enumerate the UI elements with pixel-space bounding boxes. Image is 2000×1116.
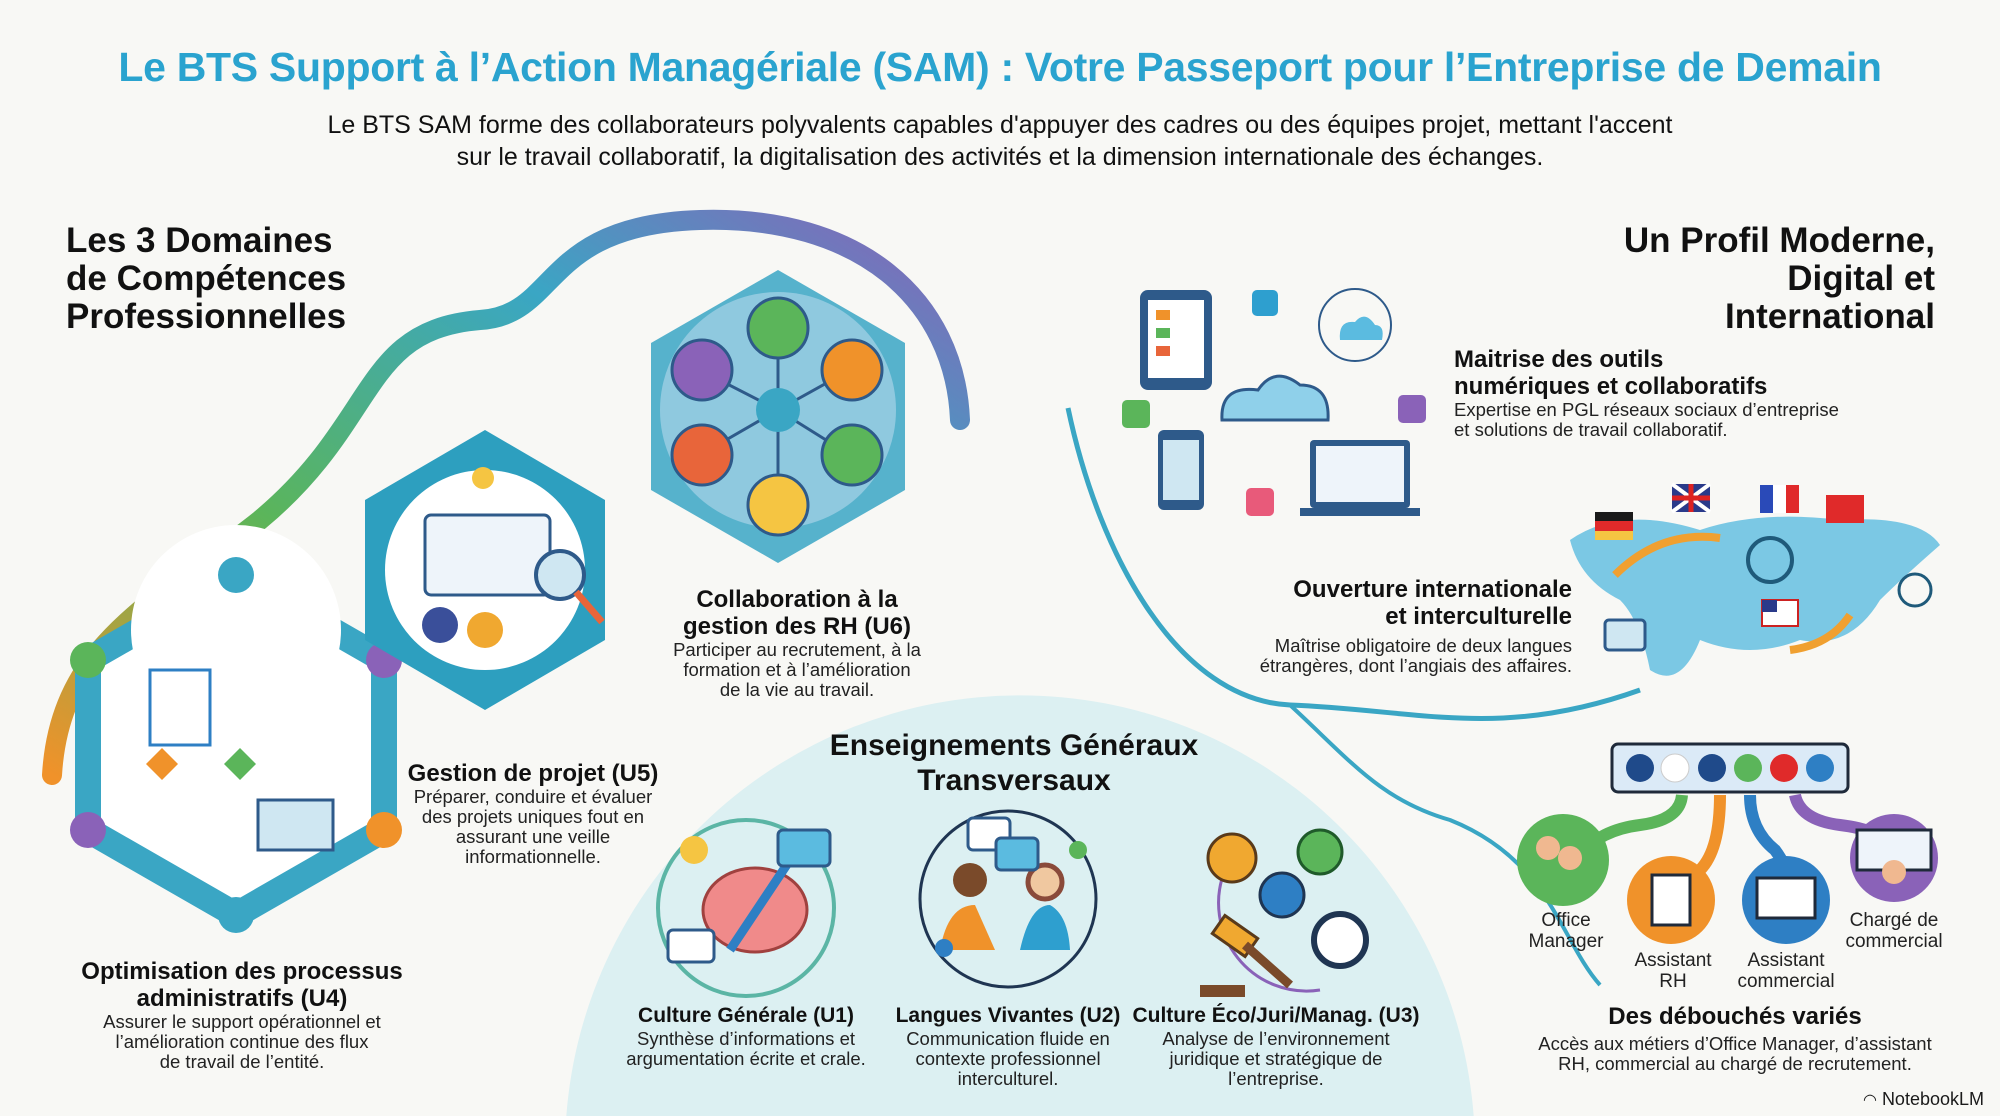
world-map-illustration [1570, 482, 1940, 676]
general-desc: juridique et stratégique de [1169, 1048, 1383, 1069]
domain-title: Gestion de projet (U5) [407, 760, 659, 787]
domain-u6: Collaboration à la gestion des RH (U6) P… [637, 586, 957, 700]
general-title: Culture Générale (U1) [638, 1004, 854, 1027]
general-title: Langues Vivantes (U2) [895, 1004, 1121, 1027]
domain-u5: Gestion de projet (U5) Préparer, conduir… [383, 760, 683, 867]
general-desc: interculturel. [957, 1068, 1059, 1089]
notebooklm-logo-icon: ◠ [1862, 1091, 1877, 1109]
job-label: RH [1659, 971, 1687, 992]
profile-heading-line: Un Profil Moderne, [1623, 221, 1935, 260]
job-label: commercial [1845, 931, 1943, 952]
general-heading-line: Transversaux [917, 764, 1111, 797]
langues-vivantes-icon [918, 809, 1098, 989]
domain-desc: assurant une veille [455, 826, 611, 847]
careers-illustration [1517, 742, 1938, 944]
job-label: Assistant [1747, 950, 1825, 971]
general-desc: argumentation écrite et crale. [626, 1048, 866, 1069]
domain-title: administratifs (U4) [136, 985, 348, 1012]
digital-skills: Maitrise des outils numériques et collab… [1454, 346, 1839, 440]
international-desc: étrangères, dont l’angiais des affaires. [1259, 655, 1572, 676]
general-u2: Langues Vivantes (U2) Communication flui… [878, 1002, 1138, 1089]
general-title: Culture Éco/Juri/Manag. (U3) [1132, 1004, 1420, 1027]
culture-generale-icon [656, 818, 836, 998]
careers-desc: Accès aux métiers d’Office Manager, d’as… [1538, 1033, 1932, 1054]
notebooklm-brand: ◠ NotebookLM [1863, 1089, 1984, 1110]
job-label: Office [1541, 910, 1591, 931]
general-desc: contexte professionnel [915, 1048, 1101, 1069]
project-hexagon [365, 430, 605, 710]
brand-label: NotebookLM [1881, 1089, 1984, 1109]
general-u3: Culture Éco/Juri/Manag. (U3) Analyse de … [1126, 1002, 1426, 1089]
job-label: commercial [1737, 971, 1835, 992]
subtitle-line-2: sur le travail collaboratif, la digitali… [456, 143, 1544, 171]
careers-block: Des débouchés variés Accès aux métiers d… [1495, 1003, 1975, 1074]
digital-desc: et solutions de travail collaboratif. [1454, 419, 1728, 440]
domain-desc: de la vie au travail. [719, 679, 875, 700]
culture-eco-icon [1200, 828, 1369, 997]
domain-title: Collaboration à la [696, 586, 898, 613]
general-heading-line: Enseignements Généraux [829, 729, 1199, 762]
digital-tools-illustration [1122, 288, 1426, 516]
domain-desc: Assurer le support opérationnel et [103, 1011, 381, 1032]
careers-title: Des débouchés variés [1608, 1003, 1862, 1030]
international-title: et interculturelle [1385, 603, 1572, 630]
domains-heading-line: Les 3 Domaines [66, 221, 333, 260]
domain-u4: Optimisation des processus administratif… [42, 958, 442, 1072]
general-desc: l’entreprise. [1228, 1068, 1324, 1089]
international-title: Ouverture internationale [1293, 576, 1572, 603]
international-desc: Maîtrise obligatoire de deux langues [1274, 635, 1572, 656]
domain-desc: des projets uniques fout en [421, 806, 645, 827]
job-label: Manager [1528, 931, 1604, 952]
general-heading: Enseignements Généraux Transversaux [764, 728, 1264, 798]
domains-heading: Les 3 Domaines de Compétences Profession… [66, 222, 346, 336]
domain-title: Optimisation des processus [81, 958, 403, 985]
profile-heading: Un Profil Moderne, Digital et Internatio… [1624, 222, 1935, 336]
domains-heading-line: de Compétences [66, 259, 347, 298]
general-desc: Synthèse d’informations et [636, 1028, 855, 1049]
domain-title: gestion des RH (U6) [682, 613, 912, 640]
general-u1: Culture Générale (U1) Synthèse d’informa… [606, 1002, 886, 1069]
hr-hexagon [651, 270, 905, 563]
digital-title: numériques et collaboratifs [1454, 373, 1768, 400]
page-title: Le BTS Support à l’Action Managériale (S… [118, 44, 1882, 90]
domain-desc: informationnelle. [465, 846, 601, 867]
domain-desc: l’amélioration continue des flux [115, 1031, 369, 1052]
digital-title: Maitrise des outils [1454, 346, 1664, 373]
domain-desc: Préparer, conduire et évaluer [413, 786, 653, 807]
domain-desc: formation et à l’amélioration [683, 659, 911, 680]
subtitle-line-1: Le BTS SAM forme des collaborateurs poly… [327, 111, 1673, 139]
profile-curve [1065, 407, 1641, 721]
job-label: Chargé de [1849, 910, 1939, 931]
profile-heading-line: International [1724, 297, 1935, 336]
process-hexagon [70, 525, 402, 933]
domain-desc: Participer au recrutement, à la [673, 639, 921, 660]
general-desc: Analyse de l’environnement [1162, 1028, 1390, 1049]
domain-desc: de travail de l’entité. [159, 1051, 325, 1072]
profile-heading-line: Digital et [1787, 259, 1935, 298]
international-skills: Ouverture internationale et interculture… [1260, 576, 1572, 676]
general-desc: Communication fluide en [906, 1028, 1110, 1049]
domains-heading-line: Professionnelles [66, 297, 347, 336]
careers-desc: RH, commercial au chargé de recrutement. [1558, 1053, 1912, 1074]
general-background-circle [566, 695, 1474, 1116]
job-label: Assistant [1634, 950, 1712, 971]
digital-desc: Expertise en PGL réseaux sociaux d’entre… [1454, 399, 1839, 420]
profile-curve-2 [1288, 703, 1602, 987]
